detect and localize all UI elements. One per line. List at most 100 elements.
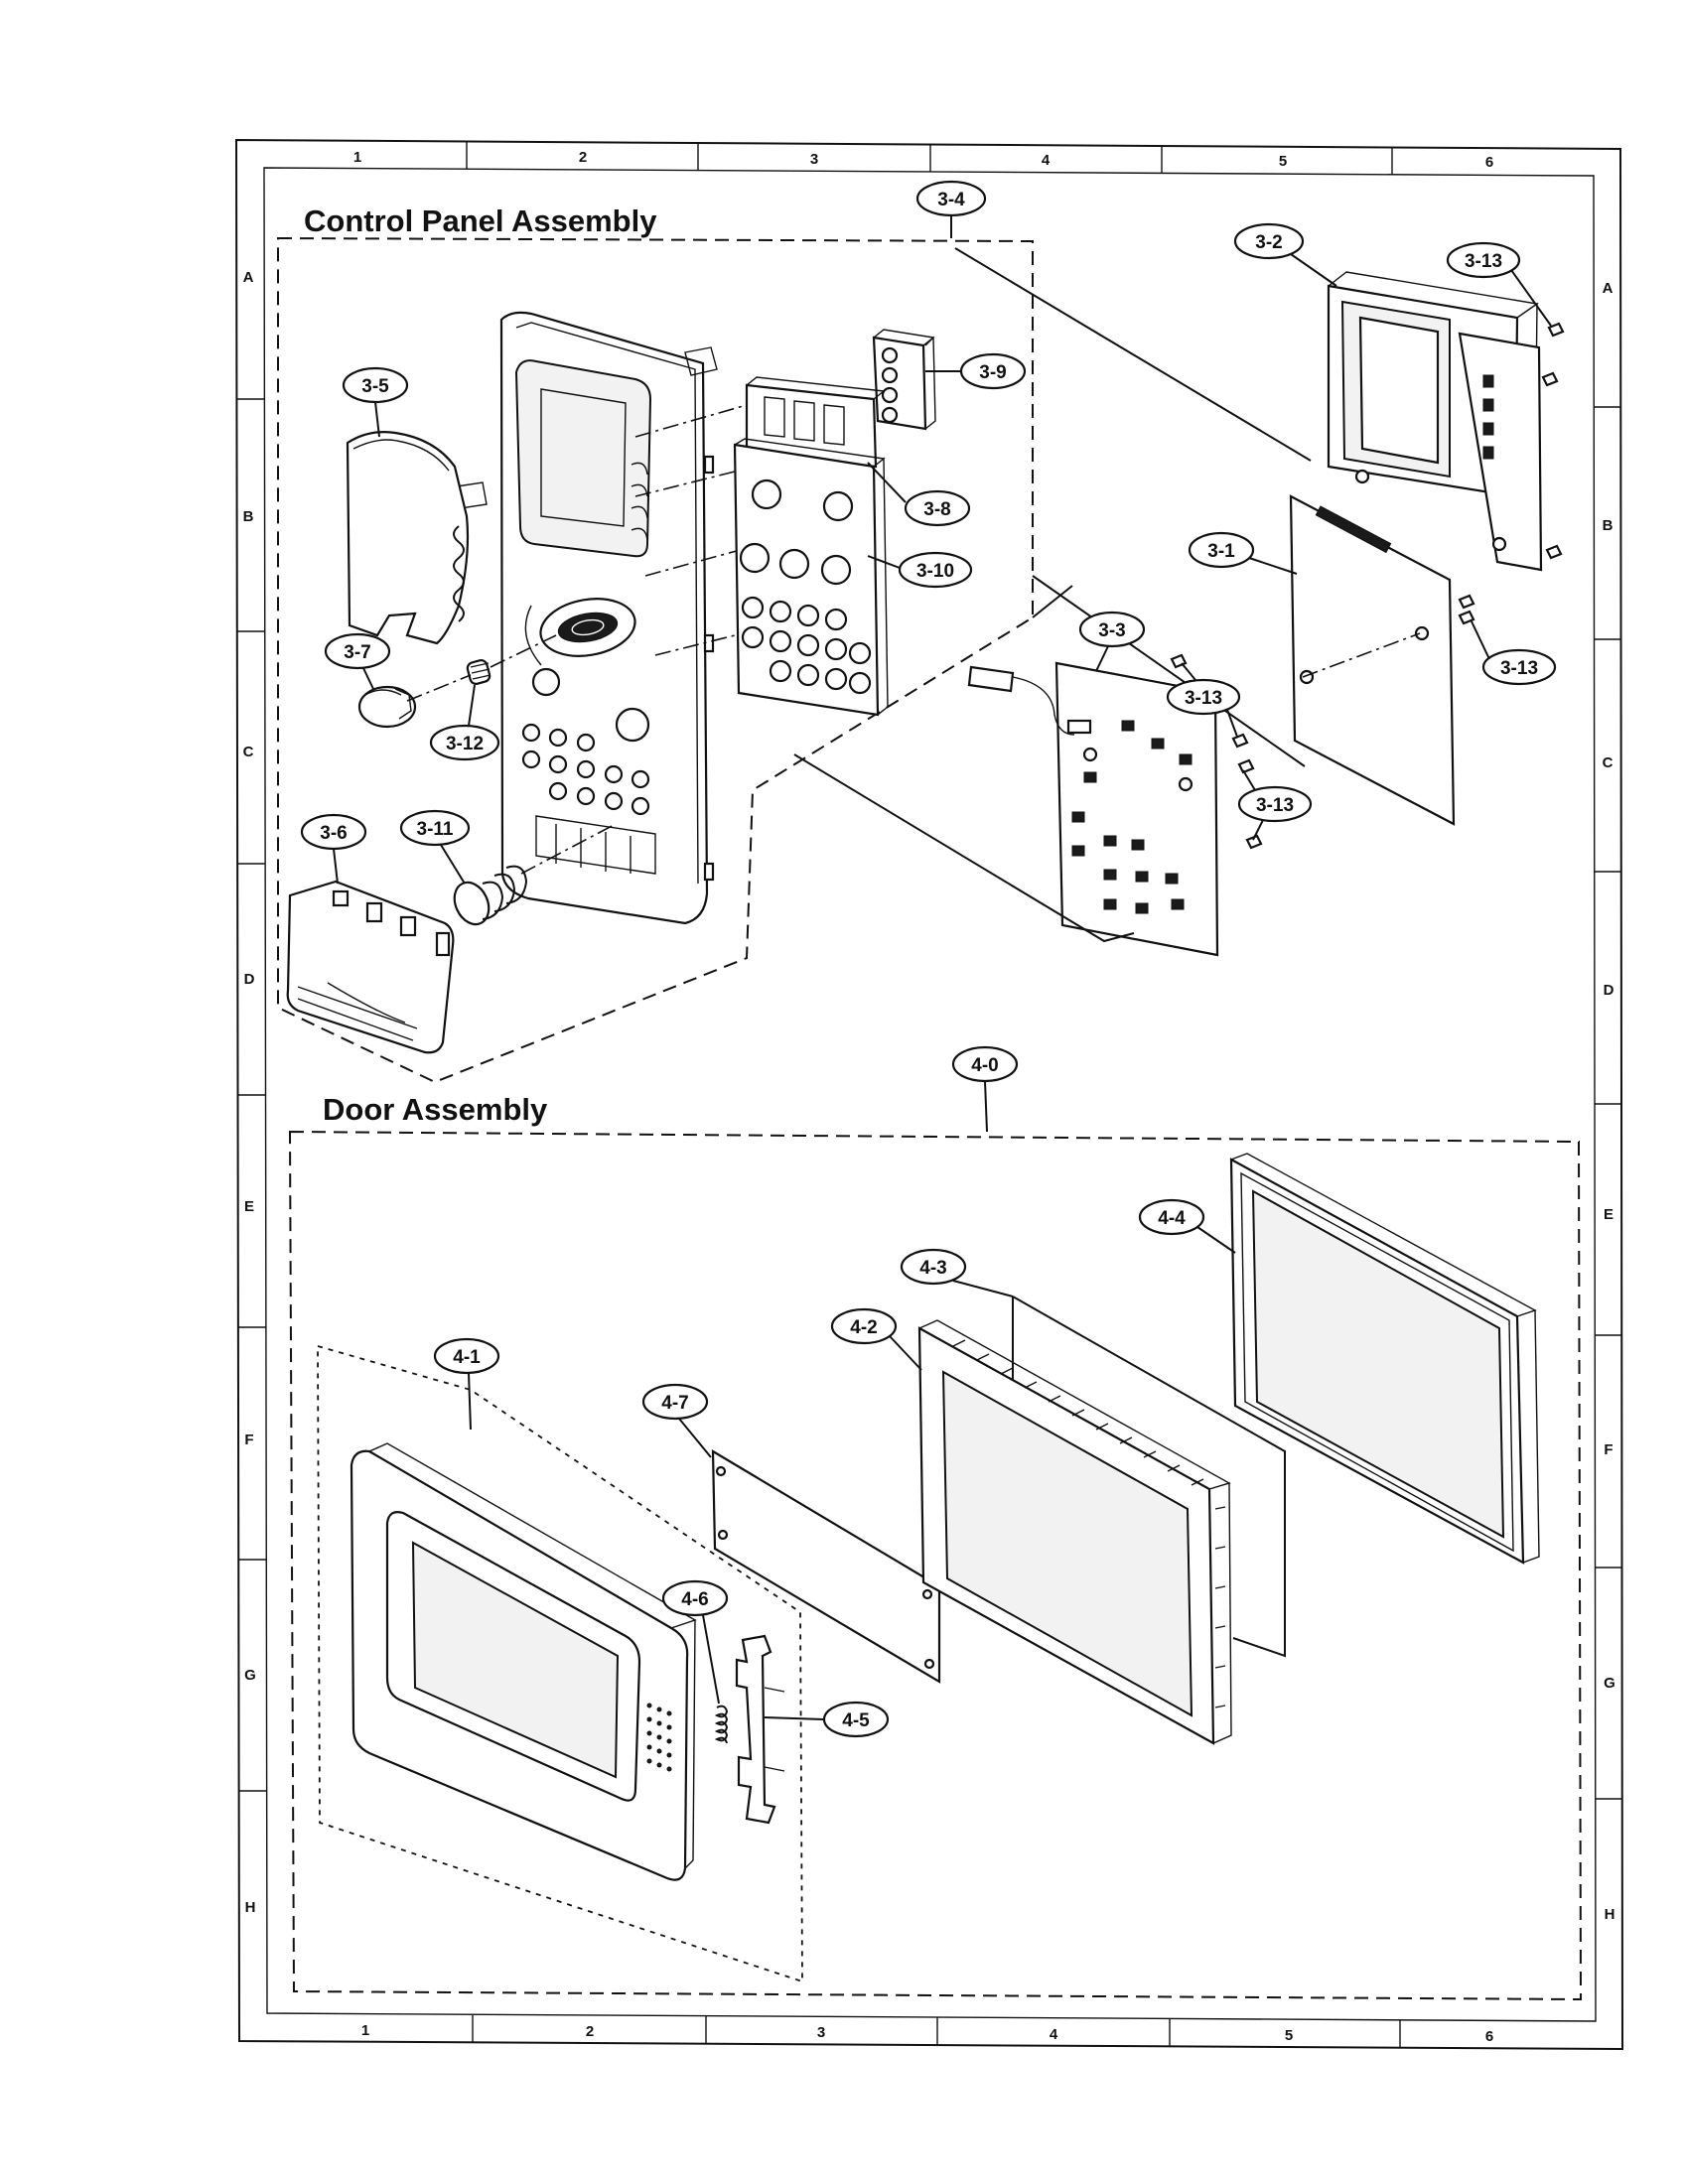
control-leader-lines [793,247,1312,943]
callout-3-11-label: 3-11 [417,819,454,840]
callout-3-2-label: 3-2 [1255,232,1282,253]
callout-4-0-label: 4-0 [971,1055,998,1076]
col-label-top-1: 1 [353,149,361,166]
row-label-right-e: E [1604,1206,1614,1223]
part-3-1-board-plate [1289,494,1456,826]
row-label-right-g: G [1604,1675,1615,1692]
callout-3-1 [1188,531,1255,569]
callout-3-11 [399,809,471,847]
callout-3-13-a [1446,241,1521,279]
callout-3-2 [1233,222,1305,260]
row-label-right-f: F [1604,1441,1613,1458]
callout-4-6 [661,1579,729,1617]
row-label-left-a: A [243,269,254,286]
part-3-5-cover-plate [346,431,470,645]
row-label-right-b: B [1603,517,1614,534]
control-panel-assembly-title: Control Panel Assembly [304,204,657,238]
row-label-right-h: H [1605,1906,1615,1923]
callout-4-1-label: 4-1 [453,1347,481,1368]
callout-3-13-b-label: 3-13 [1500,658,1538,679]
callout-3-10-label: 3-10 [916,561,954,582]
row-label-left-f: F [244,1432,253,1448]
callout-3-7 [324,632,391,670]
col-label-bottom-1: 1 [361,2022,369,2039]
part-3-7-knob [357,685,417,729]
part-4-7-choke-plate [711,1449,941,1684]
callout-3-4-label: 3-4 [937,190,965,210]
door-inner-group-outline [317,1344,803,1983]
part-4-2-inner-frame [917,1319,1232,1745]
part-3-9-connector [872,329,936,431]
row-label-left-e: E [244,1198,254,1215]
callout-3-13-d [1237,785,1313,823]
callout-4-4 [1138,1198,1205,1236]
callout-3-9-label: 3-9 [979,362,1006,383]
drawing-frame: 1 2 3 4 5 6 1 2 3 4 5 6 A B C D E F G H … [234,138,1624,2051]
col-label-top-2: 2 [579,149,587,166]
part-4-4-seal-frame [1229,1153,1540,1565]
col-label-top-6: 6 [1485,154,1493,171]
callout-3-3 [1078,611,1146,648]
part-4-5-latch [735,1634,785,1825]
part-3-12-spring [406,634,557,702]
door-assembly-title: Door Assembly [323,1092,548,1127]
screws-3-13 [1170,322,1565,850]
part-3-6-door-button [286,880,455,1054]
col-label-bottom-5: 5 [1285,2027,1293,2044]
callout-3-13-c [1166,678,1241,716]
col-label-bottom-3: 3 [817,2024,825,2041]
row-label-right-a: A [1603,280,1614,297]
row-label-left-b: B [243,508,254,525]
callout-3-13-d-label: 3-13 [1256,795,1294,816]
callout-3-5-label: 3-5 [361,376,389,397]
callout-3-12-label: 3-12 [446,734,484,754]
row-label-right-d: D [1604,982,1614,999]
callout-3-3-label: 3-3 [1098,620,1125,641]
callout-3-13-c-label: 3-13 [1185,688,1222,709]
door-leader-lines [1012,1296,1286,1658]
callout-3-13-b [1481,648,1557,686]
callout-3-8-label: 3-8 [923,499,950,520]
part-3-10-keypad [733,438,889,717]
callout-4-4-label: 4-4 [1158,1208,1186,1229]
row-label-left-c: C [243,744,254,760]
row-label-left-d: D [244,971,255,988]
callout-4-2-label: 4-2 [850,1317,877,1338]
callout-3-13-a-label: 3-13 [1465,251,1502,272]
callout-3-6-label: 3-6 [320,823,347,844]
callout-4-5-label: 4-5 [842,1710,870,1731]
door-vent-holes [646,1703,672,1772]
col-label-bottom-6: 6 [1485,2028,1493,2045]
part-4-1-door-frame [350,1442,697,1881]
row-label-left-g: G [244,1667,256,1684]
callout-4-1 [433,1337,500,1375]
callout-4-2 [830,1307,898,1345]
callout-4-7 [641,1383,709,1421]
callout-3-7-label: 3-7 [344,642,370,663]
door-group-outline [288,1130,1583,2001]
callout-4-3-label: 4-3 [919,1258,946,1279]
row-label-left-h: H [245,1899,256,1916]
col-label-top-4: 4 [1042,152,1051,169]
col-label-top-3: 3 [810,151,818,168]
callout-3-8 [904,489,971,527]
callout-4-6-label: 4-6 [681,1589,708,1610]
control-panel-group-outline [277,236,1034,1084]
part-3-2-display-module [1327,271,1543,572]
col-label-bottom-4: 4 [1050,2026,1058,2043]
part-3-8-holder [745,376,886,469]
callout-3-12 [429,724,500,761]
callout-4-7-label: 4-7 [661,1393,688,1414]
callout-3-1-label: 3-1 [1207,541,1235,562]
part-3-3-main-pcb [967,661,1219,957]
row-label-right-c: C [1603,754,1614,771]
control-panel-frame [456,311,775,925]
callouts: 3-4 3-2 3-13 3-9 3-5 3-8 3-1 3-10 3-3 [300,180,1557,1738]
col-label-bottom-2: 2 [586,2023,594,2040]
callout-3-10 [898,551,973,589]
part-4-6-spring [714,1705,729,1744]
callout-4-3 [900,1248,967,1286]
part-3-11-spring [453,823,617,926]
col-label-top-5: 5 [1279,153,1287,170]
